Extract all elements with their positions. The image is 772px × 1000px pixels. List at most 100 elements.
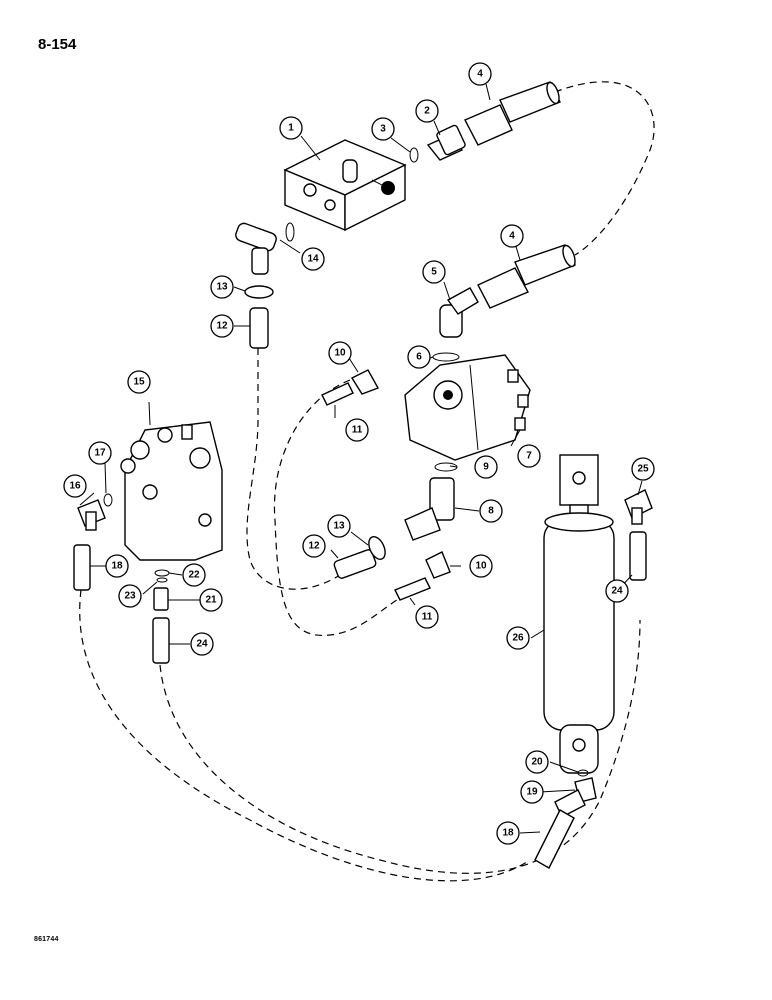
callout-10-upper: 10 — [328, 341, 352, 365]
tee-part-14 — [235, 222, 295, 275]
hose-end-part-18-right — [534, 789, 586, 869]
nipple-part-11-lower — [394, 577, 431, 601]
callout-17: 17 — [88, 441, 112, 465]
svg-text:13: 13 — [333, 521, 345, 532]
svg-text:12: 12 — [308, 541, 320, 552]
o-ring-part-20 — [577, 769, 589, 777]
svg-text:20: 20 — [531, 757, 543, 768]
callout-14: 14 — [301, 247, 325, 271]
svg-text:17: 17 — [94, 448, 106, 459]
tube-part-12-upper — [249, 307, 269, 349]
callout-1: 1 — [279, 116, 303, 140]
page-number: 8-154 — [38, 36, 77, 53]
callout-12-upper: 12 — [210, 314, 234, 338]
figure-code: 861744 — [34, 936, 59, 943]
svg-text:1: 1 — [288, 123, 294, 134]
callout-18-left: 18 — [105, 554, 129, 578]
nipple-part-11-upper — [321, 382, 354, 406]
adapter-part-2 — [426, 124, 466, 161]
hydraulic-cylinder-part-26 — [543, 454, 615, 774]
svg-text:8: 8 — [488, 506, 494, 517]
callout-6: 6 — [407, 345, 431, 369]
callout-19: 19 — [520, 780, 544, 804]
o-ring-part-17 — [103, 493, 113, 507]
svg-text:18: 18 — [111, 561, 123, 572]
clamp-part-13-lower — [368, 536, 386, 560]
svg-text:24: 24 — [611, 586, 623, 597]
o-ring-part-22 — [154, 569, 170, 577]
callout-25: 25 — [631, 457, 655, 481]
hose-end-part-24-right — [629, 531, 647, 581]
valve-block-part-1 — [283, 139, 407, 232]
tube-part-12-lower — [333, 549, 377, 579]
hydraulic-pump-part-7 — [404, 354, 531, 461]
hose-assembly-part-4-upper — [464, 81, 561, 146]
callout-12-lower: 12 — [302, 534, 326, 558]
svg-text:7: 7 — [526, 451, 532, 462]
callout-7: 7 — [517, 444, 541, 468]
svg-text:12: 12 — [216, 321, 228, 332]
tee-fitting-part-8 — [404, 477, 455, 541]
svg-text:6: 6 — [416, 352, 422, 363]
elbow-part-10-lower — [425, 551, 451, 579]
callout-5: 5 — [422, 260, 446, 284]
svg-text:15: 15 — [133, 377, 145, 388]
callout-10-lower: 10 — [469, 554, 493, 578]
control-valve-part-15 — [120, 421, 223, 561]
svg-text:14: 14 — [307, 254, 319, 265]
elbow-fitting-part-5 — [439, 287, 479, 338]
callout-24-right: 24 — [605, 579, 629, 603]
svg-text:4: 4 — [509, 231, 515, 242]
callout-24-left: 24 — [190, 632, 214, 656]
svg-text:11: 11 — [352, 425, 363, 436]
callout-15: 15 — [127, 370, 151, 394]
svg-text:10: 10 — [475, 561, 487, 572]
svg-text:21: 21 — [205, 595, 217, 606]
elbow-part-25 — [624, 489, 653, 525]
svg-text:26: 26 — [512, 633, 524, 644]
callout-22: 22 — [182, 563, 206, 587]
callout-23: 23 — [118, 584, 142, 608]
callout-18-right: 18 — [496, 821, 520, 845]
svg-text:4: 4 — [477, 69, 483, 80]
callout-11-lower: 11 — [415, 605, 439, 629]
hose-end-part-18-left — [73, 544, 91, 591]
callout-11-upper: 11 — [345, 418, 369, 442]
hose-lines — [79, 81, 655, 882]
callout-26: 26 — [506, 626, 530, 650]
svg-text:2: 2 — [424, 106, 430, 117]
clamp-part-13-upper — [244, 285, 274, 299]
svg-text:19: 19 — [526, 787, 538, 798]
callout-20: 20 — [525, 750, 549, 774]
callout-4-lower: 4 — [500, 224, 524, 248]
svg-text:3: 3 — [380, 124, 386, 135]
callout-4-upper: 4 — [468, 62, 492, 86]
o-ring-part-6 — [432, 352, 460, 362]
svg-text:9: 9 — [483, 462, 489, 473]
callout-2: 2 — [415, 99, 439, 123]
hose-assembly-part-4-lower — [477, 244, 576, 309]
o-ring-part-3 — [409, 147, 419, 163]
svg-text:13: 13 — [216, 282, 228, 293]
fitting-part-21 — [153, 587, 169, 611]
elbow-part-10-upper — [350, 369, 380, 395]
svg-text:18: 18 — [502, 828, 514, 839]
hose-end-part-24-left — [152, 617, 170, 664]
svg-text:5: 5 — [431, 267, 437, 278]
o-ring-part-23 — [156, 577, 168, 583]
callout-13-upper: 13 — [210, 275, 234, 299]
svg-text:22: 22 — [188, 570, 200, 581]
svg-text:24: 24 — [196, 639, 208, 650]
callout-3: 3 — [371, 117, 395, 141]
callout-16: 16 — [63, 474, 87, 498]
svg-text:16: 16 — [69, 481, 81, 492]
svg-text:10: 10 — [334, 348, 346, 359]
svg-text:11: 11 — [422, 612, 433, 623]
svg-text:25: 25 — [637, 464, 649, 475]
callout-21: 21 — [199, 588, 223, 612]
leader-lines — [79, 83, 643, 834]
elbow-part-16 — [77, 499, 106, 531]
callout-9: 9 — [474, 455, 498, 479]
svg-text:23: 23 — [124, 591, 136, 602]
